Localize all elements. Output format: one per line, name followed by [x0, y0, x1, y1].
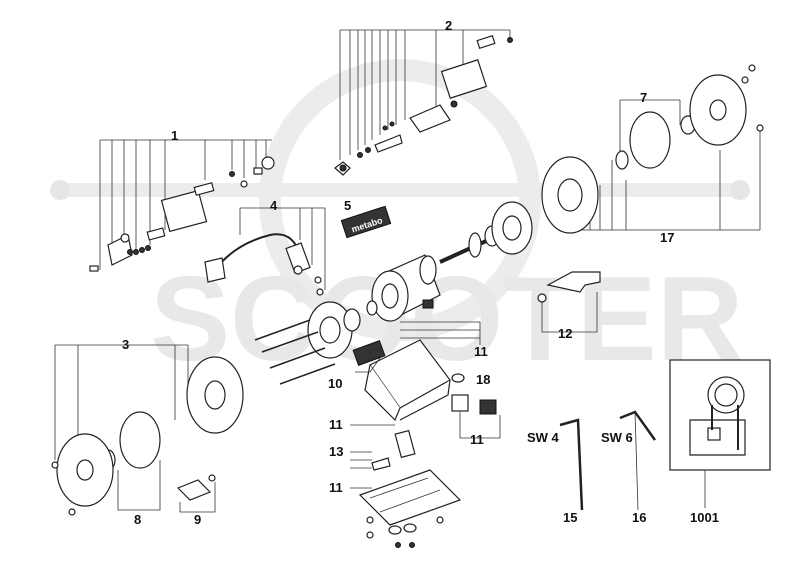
label-7: 7: [640, 90, 647, 105]
label-4: 4: [270, 198, 278, 213]
label-16: 15: [563, 510, 577, 525]
motor-assembly: [307, 201, 533, 359]
label-14: 12: [558, 326, 572, 341]
label-sw4: SW 4: [527, 430, 560, 445]
part-group-7-15: 7 17: [541, 64, 764, 245]
part-group-2: 2: [334, 18, 513, 176]
label-1001: 1001: [690, 510, 719, 525]
label-11c: 11: [329, 480, 343, 495]
label-5: 5: [344, 198, 351, 213]
part-group-4: 4: [204, 198, 326, 296]
label-11b: 11: [329, 417, 343, 432]
part-group-3-8: 3 8: [51, 337, 244, 527]
label-11a: 11: [474, 344, 488, 359]
label-15: 17: [660, 230, 674, 245]
brand-plate: metabo 5: [340, 198, 392, 239]
label-17: 16: [632, 510, 646, 525]
part-group-1: 1: [89, 128, 275, 272]
part-group-9: 9: [176, 474, 216, 527]
label-1: 1: [171, 128, 178, 143]
label-9: 9: [194, 512, 201, 527]
label-3: 3: [122, 337, 129, 352]
part-group-14: 12: [537, 271, 601, 341]
label-13: 11: [470, 432, 484, 447]
label-8: 8: [134, 512, 141, 527]
label-18: 18: [476, 372, 490, 387]
label-sw6: SW 6: [601, 430, 633, 445]
label-2: 2: [445, 18, 452, 33]
hex-keys: SW 4 SW 6 15 16: [527, 410, 657, 525]
label-12: 13: [329, 444, 343, 459]
wiring-diagram-1001: 1001: [669, 359, 771, 525]
label-10: 10: [328, 376, 342, 391]
base-assembly: 10 11 18 11 11 13 11: [254, 319, 501, 548]
watermark-text: SCOOTER: [150, 252, 743, 386]
